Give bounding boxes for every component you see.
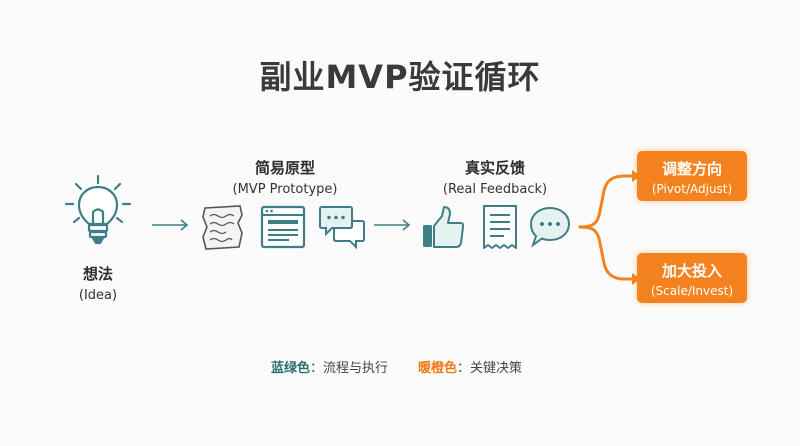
legend-process-value: ：流程与执行 (310, 361, 389, 376)
action-scale-invest: 加大投入 (Scale/Invest) (637, 253, 747, 303)
action-pivot-sublabel: (Pivot/Adjust) (651, 182, 733, 196)
diagram-title: 副业MVP验证循环 (259, 58, 541, 96)
legend-decision-key: 暖橙色 (418, 361, 458, 376)
stage-mvp-label: 简易原型 (254, 159, 315, 177)
action-pivot-label: 调整方向 (661, 160, 722, 178)
sketch-paper-icon (202, 205, 243, 250)
stage-feedback-label: 真实反馈 (464, 159, 525, 177)
flow-arrow-1 (152, 219, 189, 231)
stage-mvp-sublabel: (MVP Prototype) (232, 182, 338, 197)
action-pivot-adjust: 调整方向 (Pivot/Adjust) (637, 151, 747, 201)
stage-feedback-sublabel: (Real Feedback) (442, 182, 548, 197)
receipt-icon (483, 205, 517, 249)
thumbs-up-icon (423, 206, 465, 248)
legend-process: 蓝绿色：流程与执行 (271, 357, 388, 376)
lightbulb-icon (64, 174, 132, 245)
stage-real-feedback: 真实反馈 (Real Feedback) (420, 157, 570, 197)
legend-decision-value: ：关键决策 (457, 361, 523, 376)
stage-idea: 想法 (Idea) (48, 263, 148, 303)
speech-bubble-icon (529, 206, 571, 248)
action-scale-label: 加大投入 (661, 262, 722, 280)
flow-arrow-2 (374, 219, 411, 231)
legend-process-key: 蓝绿色 (271, 361, 311, 376)
stage-mvp-prototype: 简易原型 (MVP Prototype) (205, 157, 365, 197)
stage-idea-sublabel: (Idea) (78, 288, 118, 303)
legend-decision: 暖橙色：关键决策 (418, 357, 522, 376)
browser-window-icon (260, 205, 306, 249)
decision-branch (578, 170, 641, 285)
chat-bubbles-icon (319, 206, 365, 250)
stage-idea-label: 想法 (82, 265, 113, 283)
action-scale-sublabel: (Scale/Invest) (650, 284, 734, 298)
